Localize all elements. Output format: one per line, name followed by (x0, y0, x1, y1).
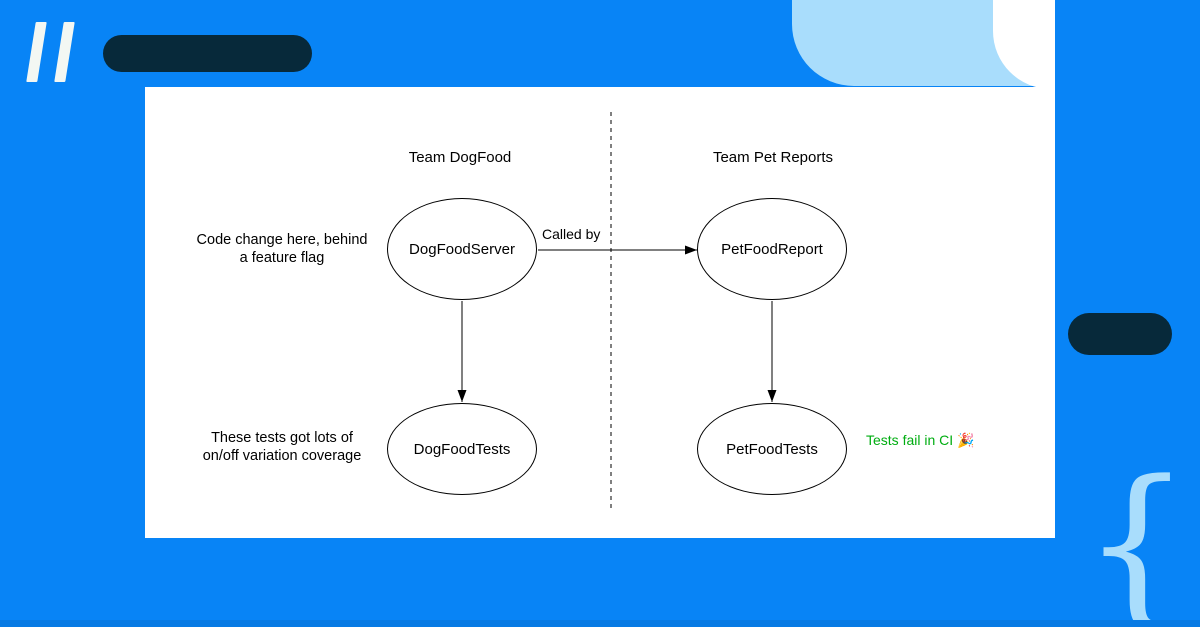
node-dogfoodserver: DogFoodServer (387, 198, 537, 300)
slash-bar (26, 22, 47, 82)
node-label: PetFoodReport (721, 240, 823, 258)
node-dogfoodtests: DogFoodTests (387, 403, 537, 495)
node-label: PetFoodTests (726, 440, 818, 458)
node-petfoodtests: PetFoodTests (697, 403, 847, 495)
lane-title-team-pet-reports: Team Pet Reports (712, 149, 834, 166)
diagram-card: Team DogFood Team Pet Reports DogFoodSer… (145, 87, 1055, 538)
lane-title-team-dogfood: Team DogFood (408, 149, 512, 166)
diagram-connectors (457, 112, 777, 510)
node-label: DogFoodServer (409, 240, 515, 258)
node-label: DogFoodTests (413, 440, 511, 458)
slash-bar (54, 22, 75, 82)
annotation-tests-fail-ci: Tests fail in CI 🎉 (866, 432, 975, 448)
navy-pill-right (1068, 313, 1172, 355)
curly-brace-icon: { (1082, 443, 1192, 627)
navy-pill-top-left (103, 35, 312, 72)
node-petfoodreport: PetFoodReport (697, 198, 847, 300)
bottom-accent-strip (0, 620, 1200, 627)
edge-label-called-by: Called by (540, 226, 603, 242)
annotation-code-change: Code change here, behind a feature flag (196, 232, 368, 266)
annotation-test-coverage: These tests got lots of on/off variation… (202, 430, 362, 464)
